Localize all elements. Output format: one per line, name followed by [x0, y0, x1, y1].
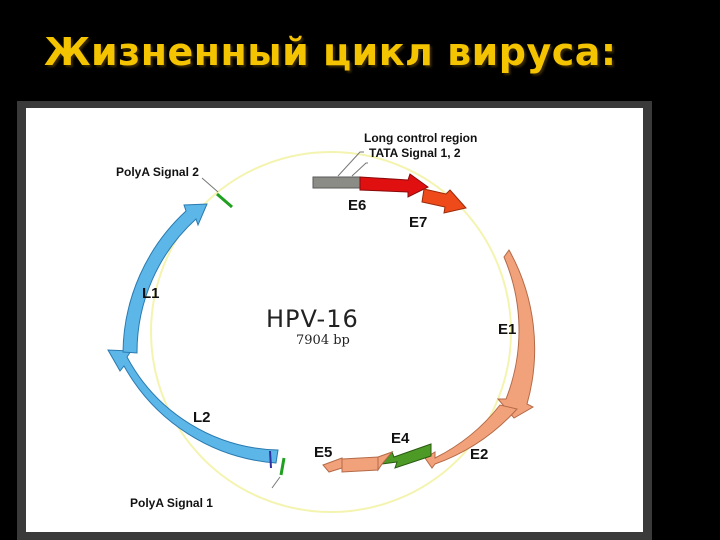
l1-label: L1: [142, 285, 160, 302]
slide-title: Жизненный цикл вируса:: [44, 30, 617, 74]
tata-connector-line: [351, 162, 368, 177]
diagram-panel: Long control region TATA Signal 1, 2 Pol…: [26, 108, 643, 532]
long-control-region-label: Long control region: [364, 131, 477, 145]
polya2-connector-line: [201, 177, 219, 193]
l2-label: L2: [193, 409, 211, 426]
polya1-connector-line: [271, 476, 281, 489]
l1-arrow: [122, 203, 208, 354]
e2-arrow: [424, 404, 518, 469]
l2-arrow: [107, 349, 279, 464]
e7-arrow: [421, 188, 467, 214]
lcr-connector-line: [337, 151, 364, 177]
e7-label: E7: [409, 214, 427, 231]
e5-label: E5: [314, 444, 332, 461]
e5-body: [341, 456, 379, 473]
genome-backbone: [150, 151, 512, 513]
e4-e5-connector: [377, 450, 394, 472]
polya-signal-1-label: PolyA Signal 1: [130, 496, 213, 510]
polya-signal-2-mark: [216, 192, 233, 209]
e1-arrow: [496, 249, 536, 419]
e6-label: E6: [348, 197, 366, 214]
e4-label: E4: [391, 430, 410, 447]
e1-label: E1: [498, 321, 516, 338]
e4-arrow: [380, 443, 432, 469]
lcr-region: [312, 176, 361, 189]
genome-name: HPV-16: [266, 305, 359, 333]
e2-label: E2: [470, 446, 488, 463]
polya-signal-2-label: PolyA Signal 2: [116, 165, 199, 179]
polya-signal-1-mark: [279, 457, 286, 476]
tata-signal-label: TATA Signal 1, 2: [369, 146, 461, 160]
l2-end-tick: [269, 450, 272, 469]
genome-size: 7904 bp: [296, 333, 350, 348]
hpv16-genome-map: Long control region TATA Signal 1, 2 Pol…: [107, 131, 536, 513]
e6-arrow: [359, 173, 429, 198]
